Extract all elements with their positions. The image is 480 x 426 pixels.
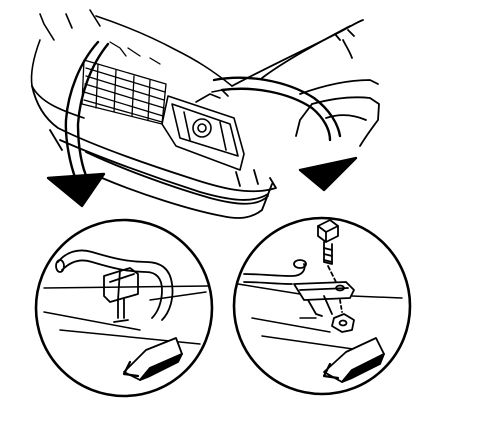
grille — [81, 41, 167, 125]
detail-circle-right — [232, 216, 412, 396]
detail-circle-left — [34, 218, 214, 398]
hood-edge — [30, 9, 233, 119]
mounting-surface — [237, 283, 403, 351]
direction-arrow-left — [122, 337, 183, 381]
retaining-bolt — [317, 219, 339, 283]
pipe-clip — [103, 267, 139, 323]
callout-arrow-right — [212, 76, 358, 192]
callout-arrow-left — [46, 40, 110, 208]
direction-arrow-right — [322, 337, 385, 383]
fuel-vapor-pipe — [55, 249, 174, 321]
fender — [231, 19, 380, 147]
headlamp-assembly — [161, 89, 245, 171]
vehicle-front-view — [30, 9, 380, 219]
fuel-vapor-pipe — [243, 259, 307, 285]
retaining-nut — [331, 299, 355, 333]
front-bumper-fascia — [31, 85, 277, 219]
mounting-bracket — [293, 281, 355, 317]
mounting-surface — [43, 285, 209, 345]
